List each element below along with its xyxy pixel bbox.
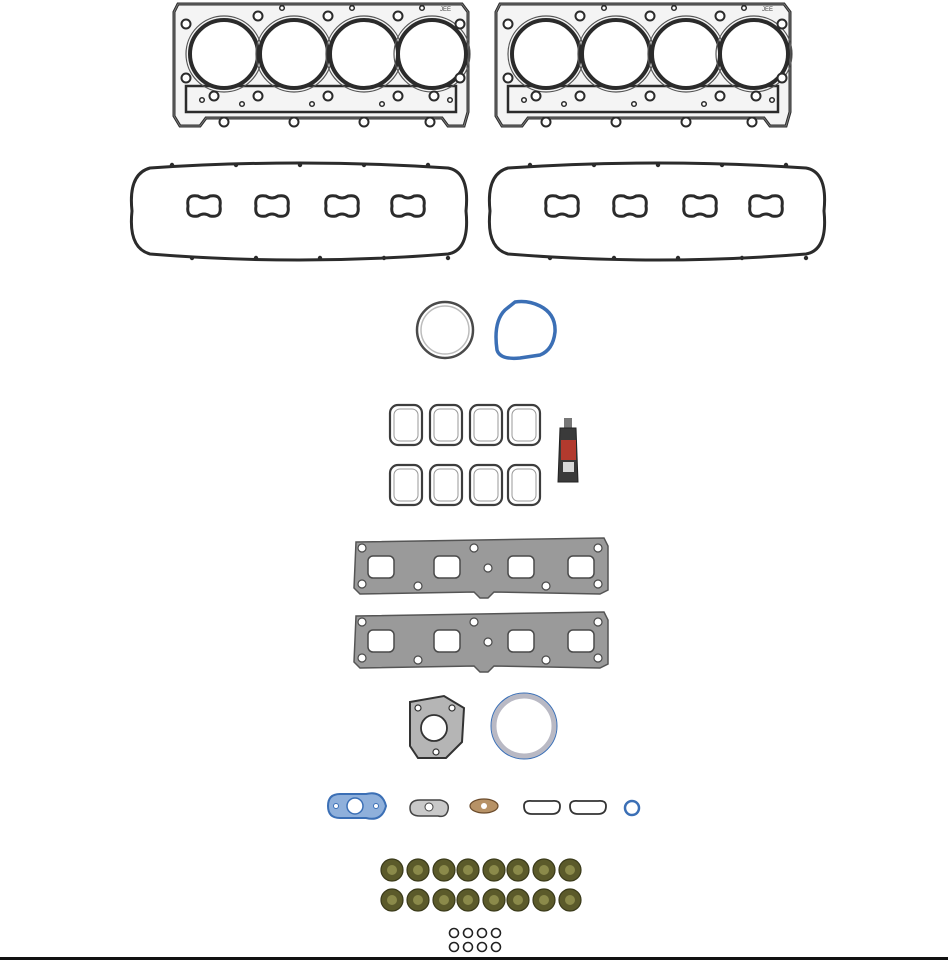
cylinder-head-gasket-left-bolt-hole: [322, 10, 334, 22]
tiny-o-rings: [448, 927, 502, 953]
tube-label: [561, 440, 576, 460]
tiny-o-ring: [476, 941, 488, 953]
exhaust-manifold-gasket-upper-port: [433, 555, 461, 579]
cylinder-head-gasket-right-bolt-hole: [502, 18, 514, 30]
cylinder-head-gasket-right: JEE: [494, 2, 793, 128]
intake-port-gasket: [506, 463, 542, 507]
valve-cover-gasket-right-plug-seal: [748, 194, 784, 218]
exhaust-manifold-gasket-upper: [353, 537, 609, 599]
exhaust-manifold-gasket-upper-port: [367, 555, 395, 579]
sealant-tube: [557, 418, 579, 483]
cylinder-head-gasket-right-bolt-hole: [776, 72, 788, 84]
cylinder-head-gasket-right-bolt-hole: [540, 116, 552, 128]
cylinder-head-gasket-left-bolt-hole: [424, 116, 436, 128]
cylinder-head-gasket-left-bolt-hole: [218, 116, 230, 128]
intake-port-gasket: [468, 403, 504, 447]
cylinder-head-gasket-left-bolt-hole: [252, 10, 264, 22]
exhaust-manifold-gasket-lower-port: [567, 629, 595, 653]
cylinder-head-gasket-left-bolt-hole: [180, 18, 192, 30]
cylinder-head-gasket-left-bore: [188, 18, 260, 90]
cylinder-head-gasket-right-bolt-hole: [610, 116, 622, 128]
round-seal: [415, 300, 475, 360]
cylinder-head-gasket-right-bore: [510, 18, 582, 90]
tiny-o-ring: [462, 941, 474, 953]
tube-cap: [564, 418, 572, 428]
large-o-ring: [491, 693, 557, 759]
valve-cover-gasket-left-plug-seal: [324, 194, 360, 218]
cylinder-head-gasket-left-bolt-hole: [454, 72, 466, 84]
cylinder-head-gasket-left-bolt-hole: [208, 90, 220, 102]
exhaust-manifold-gasket-lower-port: [367, 629, 395, 653]
small-o-ring: [623, 799, 641, 817]
cylinder-head-gasket-right-bore: [580, 18, 652, 90]
cylinder-head-gasket-right-bore: [718, 18, 790, 90]
cylinder-head-gasket-right-bolt-hole: [502, 72, 514, 84]
intake-port-gasket: [428, 403, 464, 447]
tiny-o-ring: [448, 941, 460, 953]
cylinder-head-gasket-right-bore: [650, 18, 722, 90]
cylinder-head-gasket-left-bore: [328, 18, 400, 90]
cylinder-head-gasket-left-bolt-hole: [288, 116, 300, 128]
cylinder-head-gasket-left-bore: [258, 18, 330, 90]
cylinder-head-gasket-left-bolt-hole: [392, 10, 404, 22]
valve-cover-gasket-right-outline: [487, 161, 827, 262]
valve-stem-seals: [380, 858, 582, 912]
tiny-o-ring: [490, 941, 502, 953]
cylinder-head-gasket-left-bolt-hole: [428, 90, 440, 102]
tiny-o-ring: [462, 927, 474, 939]
cylinder-head-gasket-left-bolt-hole: [180, 72, 192, 84]
cylinder-head-gasket-right-bolt-hole: [644, 10, 656, 22]
small-flange-gasket-outline-2: [569, 799, 607, 815]
cylinder-head-gasket-right-bolt-hole: [574, 90, 586, 102]
cylinder-head-gasket-left-bolt-hole: [454, 18, 466, 30]
cylinder-head-gasket-left-bolt-hole: [358, 116, 370, 128]
cylinder-head-gasket-left-bore: [396, 18, 468, 90]
cylinder-head-gasket-left: JEE: [172, 2, 471, 128]
exhaust-manifold-gasket-upper-port: [567, 555, 595, 579]
cylinder-head-gasket-right-bolt-hole: [714, 90, 726, 102]
bottom-edge-line: [0, 957, 948, 960]
cylinder-head-gasket-right-bolt-hole: [776, 18, 788, 30]
valve-cover-gasket-left: [129, 161, 469, 262]
intake-port-gasket: [428, 463, 464, 507]
intake-port-gasket: [388, 463, 424, 507]
intake-port-gaskets: [388, 403, 542, 507]
valve-cover-gasket-left-plug-seal: [390, 194, 426, 218]
tiny-o-ring: [490, 927, 502, 939]
small-flange-gasket-outline-1: [523, 799, 561, 815]
valve-cover-gasket-left-plug-seal: [186, 194, 222, 218]
valve-cover-gasket-right-plug-seal: [544, 194, 580, 218]
valve-cover-gasket-right: [487, 161, 827, 262]
tiny-o-ring: [448, 927, 460, 939]
cylinder-head-gasket-right-bolt-hole: [714, 10, 726, 22]
intake-port-gasket: [506, 403, 542, 447]
exhaust-manifold-gasket-lower-port: [507, 629, 535, 653]
intake-port-gasket: [468, 463, 504, 507]
valve-cover-gasket-left-outline: [129, 161, 469, 262]
cylinder-head-gasket-right-bolt-hole: [530, 90, 542, 102]
exhaust-manifold-gasket-upper-port: [507, 555, 535, 579]
cylinder-head-gasket-right-bolt-hole: [750, 90, 762, 102]
valve-cover-gasket-left-plug-seal: [254, 194, 290, 218]
intake-port-gasket: [388, 403, 424, 447]
cylinder-head-gasket-left-bolt-hole: [322, 90, 334, 102]
cylinder-head-gasket-right-bolt-hole: [680, 116, 692, 128]
cylinder-head-gasket-right-bolt-hole: [574, 10, 586, 22]
exhaust-manifold-gasket-lower-port: [433, 629, 461, 653]
cylinder-head-gasket-left-stamp: JEE: [440, 7, 451, 13]
valve-cover-gasket-right-plug-seal: [612, 194, 648, 218]
cylinder-head-gasket-right-bolt-hole: [644, 90, 656, 102]
valve-cover-gasket-right-plug-seal: [682, 194, 718, 218]
exhaust-manifold-gasket-lower: [353, 611, 609, 673]
cylinder-head-gasket-left-bolt-hole: [392, 90, 404, 102]
cylinder-head-gasket-right-bolt-hole: [746, 116, 758, 128]
cylinder-head-gasket-right-stamp: JEE: [762, 7, 773, 13]
cylinder-head-gasket-left-bolt-hole: [252, 90, 264, 102]
throttle-body-gasket: [494, 299, 557, 361]
tiny-o-ring: [476, 927, 488, 939]
